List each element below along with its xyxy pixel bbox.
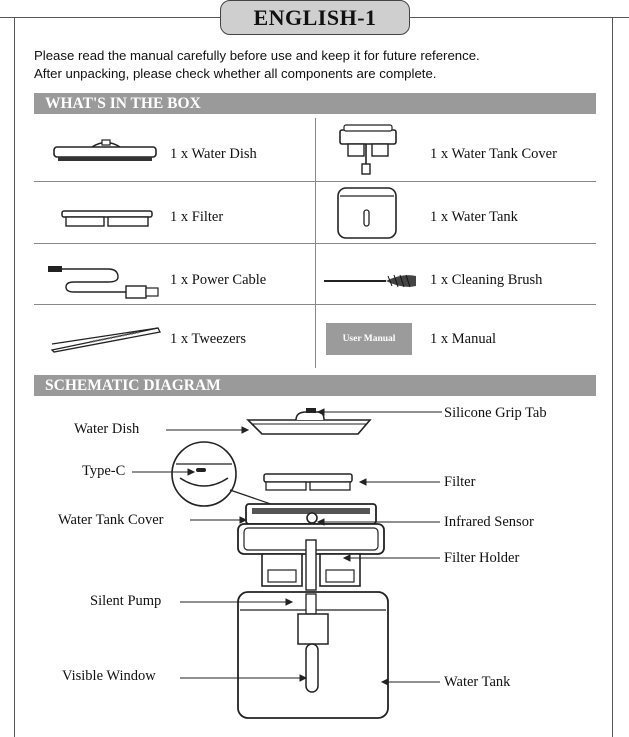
tweezers-icon — [50, 327, 161, 353]
box-item-water-tank: 1 x Water Tank — [430, 209, 518, 225]
intro-line-1: Please read the manual carefully before … — [34, 48, 480, 63]
page-border-right — [612, 17, 613, 737]
box-item-cleaning-brush: 1 x Cleaning Brush — [430, 272, 543, 288]
box-item-tweezers: 1 x Tweezers — [170, 331, 247, 347]
label-silicone-grip-tab: Silicone Grip Tab — [444, 405, 547, 421]
label-visible-window: Visible Window — [62, 668, 156, 684]
cleaning-brush-icon — [324, 274, 416, 288]
section-heading-box: WHAT'S IN THE BOX — [34, 93, 596, 114]
water-tank-cover-icon — [339, 124, 397, 175]
label-water-tank-cover: Water Tank Cover — [58, 512, 164, 528]
grid-divider-2 — [34, 243, 596, 244]
water-tank-icon — [337, 187, 397, 239]
box-item-filter: 1 x Filter — [170, 209, 224, 225]
power-cable-icon — [48, 266, 159, 299]
label-water-dish: Water Dish — [74, 421, 140, 437]
grid-divider-3 — [34, 304, 596, 305]
fountain-schematic — [132, 408, 442, 719]
box-item-power-cable: 1 x Power Cable — [170, 272, 267, 288]
grid-divider-1 — [34, 181, 596, 182]
box-item-water-tank-cover: 1 x Water Tank Cover — [430, 146, 557, 162]
label-filter: Filter — [444, 474, 476, 490]
page-border-left — [14, 17, 15, 737]
box-item-water-dish: 1 x Water Dish — [170, 146, 257, 162]
section-heading-diagram: SCHEMATIC DIAGRAM — [34, 375, 596, 396]
label-silent-pump: Silent Pump — [90, 593, 162, 609]
label-filter-holder: Filter Holder — [444, 550, 520, 566]
water-dish-icon — [53, 139, 157, 161]
page-title: ENGLISH-1 — [220, 0, 410, 35]
label-water-tank: Water Tank — [444, 674, 511, 690]
label-type-c: Type-C — [82, 463, 126, 479]
box-item-manual: 1 x Manual — [430, 331, 497, 347]
manual-icon: User Manual — [326, 323, 412, 355]
label-infrared-sensor: Infrared Sensor — [444, 514, 534, 530]
filter-icon — [61, 210, 153, 227]
intro-line-2: After unpacking, please check whether al… — [34, 66, 437, 81]
